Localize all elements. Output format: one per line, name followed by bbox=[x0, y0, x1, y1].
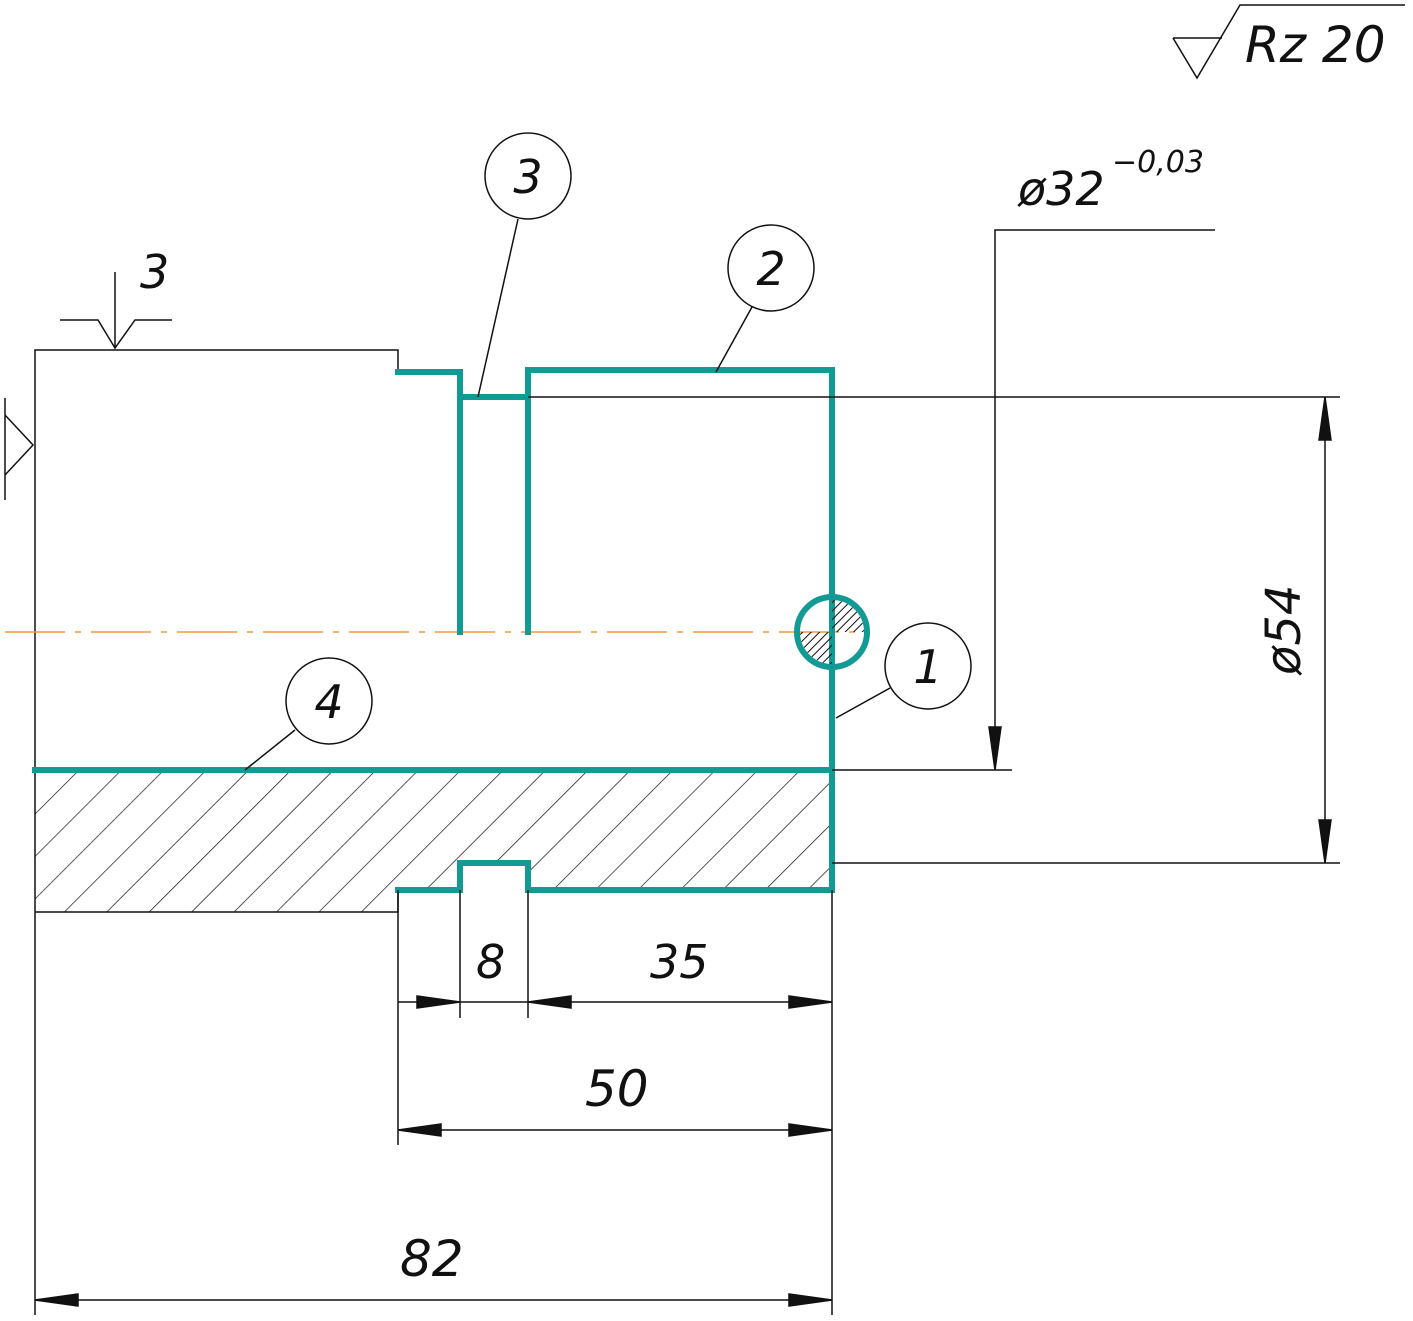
face-roughness-value: 3 bbox=[140, 245, 169, 299]
blank-outline bbox=[34, 349, 399, 1315]
balloon-label: 4 bbox=[314, 675, 343, 729]
dimension-lines bbox=[34, 229, 1332, 1307]
face-roughness-symbol-icon bbox=[60, 272, 172, 350]
detail-hatch bbox=[832, 600, 864, 632]
dim-50: 50 bbox=[585, 1060, 649, 1118]
dim-diameter-54: ø54 bbox=[1256, 585, 1312, 676]
dim-82: 82 bbox=[400, 1230, 464, 1288]
balloon-label: 3 bbox=[513, 150, 542, 204]
profile-bottom bbox=[395, 860, 835, 893]
profile-groove-top bbox=[395, 369, 463, 635]
balloon-1: 1 bbox=[835, 622, 972, 719]
section-hatch bbox=[35, 770, 830, 912]
detail-hatch bbox=[800, 632, 832, 664]
balloon-2: 2 bbox=[715, 224, 815, 373]
datum-triangle-icon bbox=[4, 398, 35, 500]
balloon-4: 4 bbox=[244, 657, 373, 771]
detail-circle bbox=[794, 594, 870, 670]
dim-8: 8 bbox=[476, 935, 505, 989]
dim-diameter-32-tolerance: −0,03 bbox=[1112, 145, 1204, 180]
extension-lines bbox=[397, 396, 1340, 1315]
balloon-label: 2 bbox=[756, 242, 785, 296]
roughness-general: Rz 20 bbox=[1245, 16, 1386, 74]
dim-35: 35 bbox=[650, 935, 709, 989]
balloon-3: 3 bbox=[477, 132, 572, 398]
balloon-label: 1 bbox=[913, 640, 942, 694]
dim-diameter-32: ø32 bbox=[1017, 162, 1105, 216]
roughness-symbol-icon bbox=[1172, 4, 1405, 80]
